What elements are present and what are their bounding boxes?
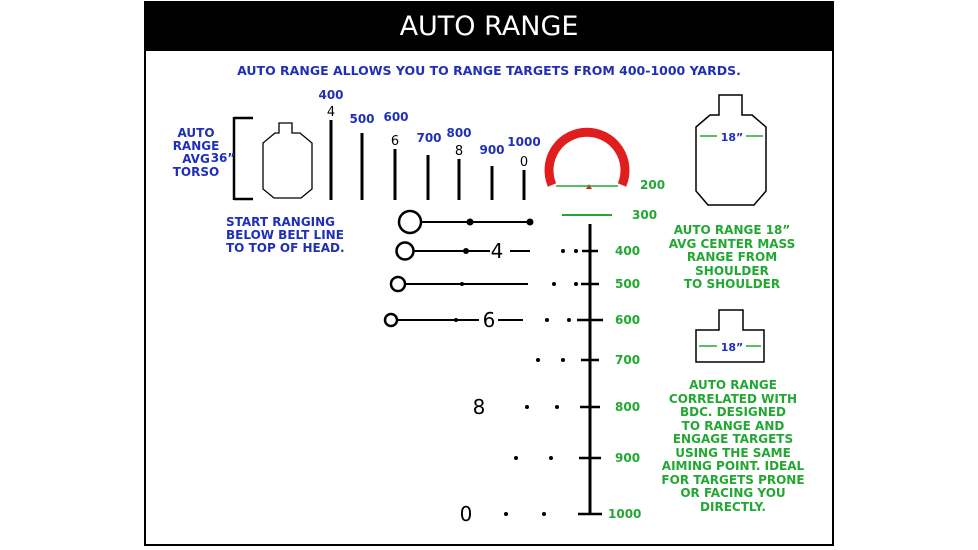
torso-label: AUTO RANGE AVG TORSO <box>172 126 220 179</box>
ranging-row-8 <box>504 512 602 516</box>
bdc-yard-label: 500 <box>615 277 640 291</box>
torso-height-label: 36” <box>211 151 236 165</box>
bdc-yard-label: 600 <box>615 313 640 327</box>
ranging-row-2 <box>395 241 598 261</box>
torso-target-icon <box>262 122 313 199</box>
ranging-row-7 <box>514 456 601 460</box>
reticle-number: 6 <box>483 308 496 332</box>
shoulder-target-icon <box>695 309 765 363</box>
reticle-number: 0 <box>460 502 473 526</box>
bdc-yard-label: 900 <box>615 451 640 465</box>
red-ring-icon <box>544 127 630 187</box>
center-mass-text: AUTO RANGE 18” AVG CENTER MASS RANGE FRO… <box>668 223 796 291</box>
stadia-mark-label: 4 <box>327 105 335 120</box>
ranging-row-6 <box>525 405 600 409</box>
stadia-mark-label: 6 <box>391 134 399 149</box>
ranging-row-1 <box>397 209 534 235</box>
reticle-number-labels: 4 6 8 0 <box>460 239 504 526</box>
torso-bracket <box>232 116 253 201</box>
bdc-yard-labels: 400 500 600 700 800 900 1000 <box>608 244 641 521</box>
subtitle: AUTO RANGE ALLOWS YOU TO RANGE TARGETS F… <box>237 63 741 78</box>
stadia-mark-label: 8 <box>455 144 463 159</box>
bdc-text: AUTO RANGE CORRELATED WITH BDC. DESIGNED… <box>661 378 805 514</box>
center-mass-width-label: 18” <box>721 131 744 144</box>
reticle-number: 8 <box>473 395 486 419</box>
diagram-frame: AUTO RANGE AUTO RANGE ALLOWS YOU TO RANG… <box>144 1 834 546</box>
ring-label-200: 200 <box>640 178 665 192</box>
center-mass-label-bg <box>717 130 746 143</box>
page-title: AUTO RANGE <box>146 3 832 51</box>
stadia-mark-labels: 4 6 8 0 <box>327 105 528 170</box>
start-ranging-text: START RANGING BELOW BELT LINE TO TOP OF … <box>226 215 345 255</box>
stadia-yard-label: 500 <box>349 112 374 126</box>
shoulder-label-bg <box>717 340 746 353</box>
diagram-drawing: 36” 400 500 600 700 800 900 1000 4 6 8 0 <box>211 88 767 526</box>
stadia-yard-labels: 400 500 600 700 800 900 1000 <box>318 88 540 157</box>
stadia-yard-label: 900 <box>479 143 504 157</box>
bdc-yard-label: 1000 <box>608 507 641 521</box>
ranging-row-5 <box>536 358 599 362</box>
ranging-row-3 <box>389 275 599 293</box>
ring-label-300: 300 <box>632 208 657 222</box>
bdc-yard-label: 800 <box>615 400 640 414</box>
center-mass-target-icon <box>695 94 767 206</box>
shoulder-width-label: 18” <box>721 341 744 354</box>
bdc-yard-label: 400 <box>615 244 640 258</box>
stadia-yard-label: 400 <box>318 88 343 102</box>
stadia-yard-label: 600 <box>383 110 408 124</box>
stadia-yard-label: 700 <box>416 131 441 145</box>
ranging-row-4 <box>383 312 603 328</box>
stadia-mark-label: 0 <box>520 155 528 170</box>
stadia-yard-label: 1000 <box>507 135 540 149</box>
reticle-number: 4 <box>491 239 504 263</box>
bdc-yard-label: 700 <box>615 353 640 367</box>
stadia-yard-label: 800 <box>446 126 471 140</box>
stadia-bar-group <box>329 120 526 200</box>
